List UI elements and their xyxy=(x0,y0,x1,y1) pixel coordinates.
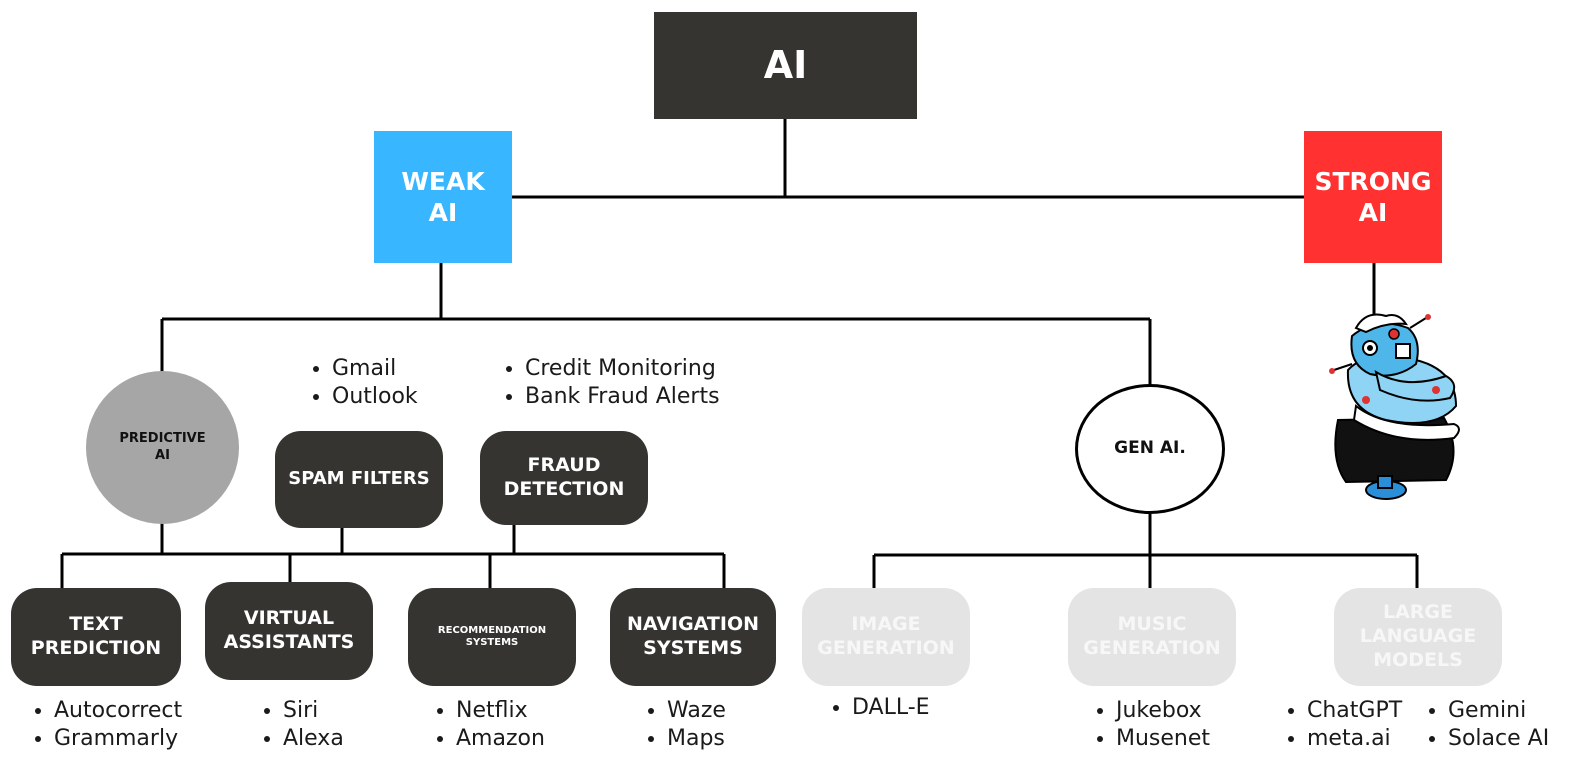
list-item: Solace AI xyxy=(1448,725,1549,753)
predictive-ai-node: PREDICTIVE AI xyxy=(86,371,239,524)
fraud-detection-node: FRAUD DETECTION xyxy=(480,431,648,525)
navigation-systems-examples: Waze Maps xyxy=(637,697,726,753)
navigation-systems-label: NAVIGATION SYSTEMS xyxy=(627,613,759,659)
llm-examples-2: Gemini Solace AI xyxy=(1418,697,1549,753)
virtual-assistants-examples: Siri Alexa xyxy=(253,697,344,753)
recommendation-systems-label: RECOMMENDATION SYSTEMS xyxy=(437,624,547,649)
list-item: Amazon xyxy=(456,725,545,753)
list-item: DALL-E xyxy=(852,694,930,722)
spam-filters-node: SPAM FILTERS xyxy=(275,431,443,528)
ai-root-label: AI xyxy=(763,42,808,87)
virtual-assistants-node: VIRTUAL ASSISTANTS xyxy=(205,582,373,680)
list-item: meta.ai xyxy=(1307,725,1402,753)
list-item: ChatGPT xyxy=(1307,697,1402,725)
recommendation-systems-examples: Netflix Amazon xyxy=(426,697,545,753)
music-generation-node: MUSIC GENERATION xyxy=(1068,588,1236,686)
fraud-detection-label: FRAUD DETECTION xyxy=(503,454,625,500)
strong-ai-node: STRONG AI xyxy=(1304,131,1442,263)
recommendation-systems-node: RECOMMENDATION SYSTEMS xyxy=(408,588,576,686)
music-generation-label: MUSIC GENERATION xyxy=(1083,613,1221,659)
list-item: Autocorrect xyxy=(54,697,182,725)
list-item: Gemini xyxy=(1448,697,1549,725)
weak-ai-label: WEAK AI xyxy=(401,166,485,227)
image-generation-examples: DALL-E xyxy=(822,694,930,722)
music-generation-examples: Jukebox Musenet xyxy=(1086,697,1210,753)
list-item: Jukebox xyxy=(1116,697,1210,725)
text-prediction-label: TEXT PREDICTION xyxy=(30,613,162,659)
gen-ai-label: GEN AI. xyxy=(1114,438,1186,459)
weak-ai-node: WEAK AI xyxy=(374,131,512,263)
list-item: Waze xyxy=(667,697,726,725)
spam-filters-examples: Gmail Outlook xyxy=(302,355,418,411)
list-item: Maps xyxy=(667,725,726,753)
text-prediction-node: TEXT PREDICTION xyxy=(11,588,181,686)
list-item: Musenet xyxy=(1116,725,1210,753)
list-item: Gmail xyxy=(332,355,418,383)
image-generation-label: IMAGE GENERATION xyxy=(817,613,955,659)
list-item: Alexa xyxy=(283,725,344,753)
ai-root-node: AI xyxy=(654,12,917,119)
navigation-systems-node: NAVIGATION SYSTEMS xyxy=(610,588,776,686)
large-language-models-label: LARGE LANGUAGE MODELS xyxy=(1359,601,1477,671)
list-item: Credit Monitoring xyxy=(525,355,720,383)
list-item: Siri xyxy=(283,697,344,725)
predictive-ai-label: PREDICTIVE AI xyxy=(119,431,206,463)
strong-ai-label: STRONG AI xyxy=(1314,166,1432,227)
fraud-detection-examples: Credit Monitoring Bank Fraud Alerts xyxy=(495,355,720,411)
spam-filters-label: SPAM FILTERS xyxy=(288,468,430,490)
virtual-assistants-label: VIRTUAL ASSISTANTS xyxy=(223,607,355,653)
list-item: Bank Fraud Alerts xyxy=(525,383,720,411)
large-language-models-node: LARGE LANGUAGE MODELS xyxy=(1334,588,1502,686)
list-item: Outlook xyxy=(332,383,418,411)
gen-ai-node: GEN AI. xyxy=(1075,384,1225,514)
robot-maid-icon xyxy=(1329,313,1460,500)
list-item: Grammarly xyxy=(54,725,182,753)
llm-examples: ChatGPT meta.ai xyxy=(1277,697,1402,753)
text-prediction-examples: Autocorrect Grammarly xyxy=(24,697,182,753)
image-generation-node: IMAGE GENERATION xyxy=(802,588,970,686)
list-item: Netflix xyxy=(456,697,545,725)
